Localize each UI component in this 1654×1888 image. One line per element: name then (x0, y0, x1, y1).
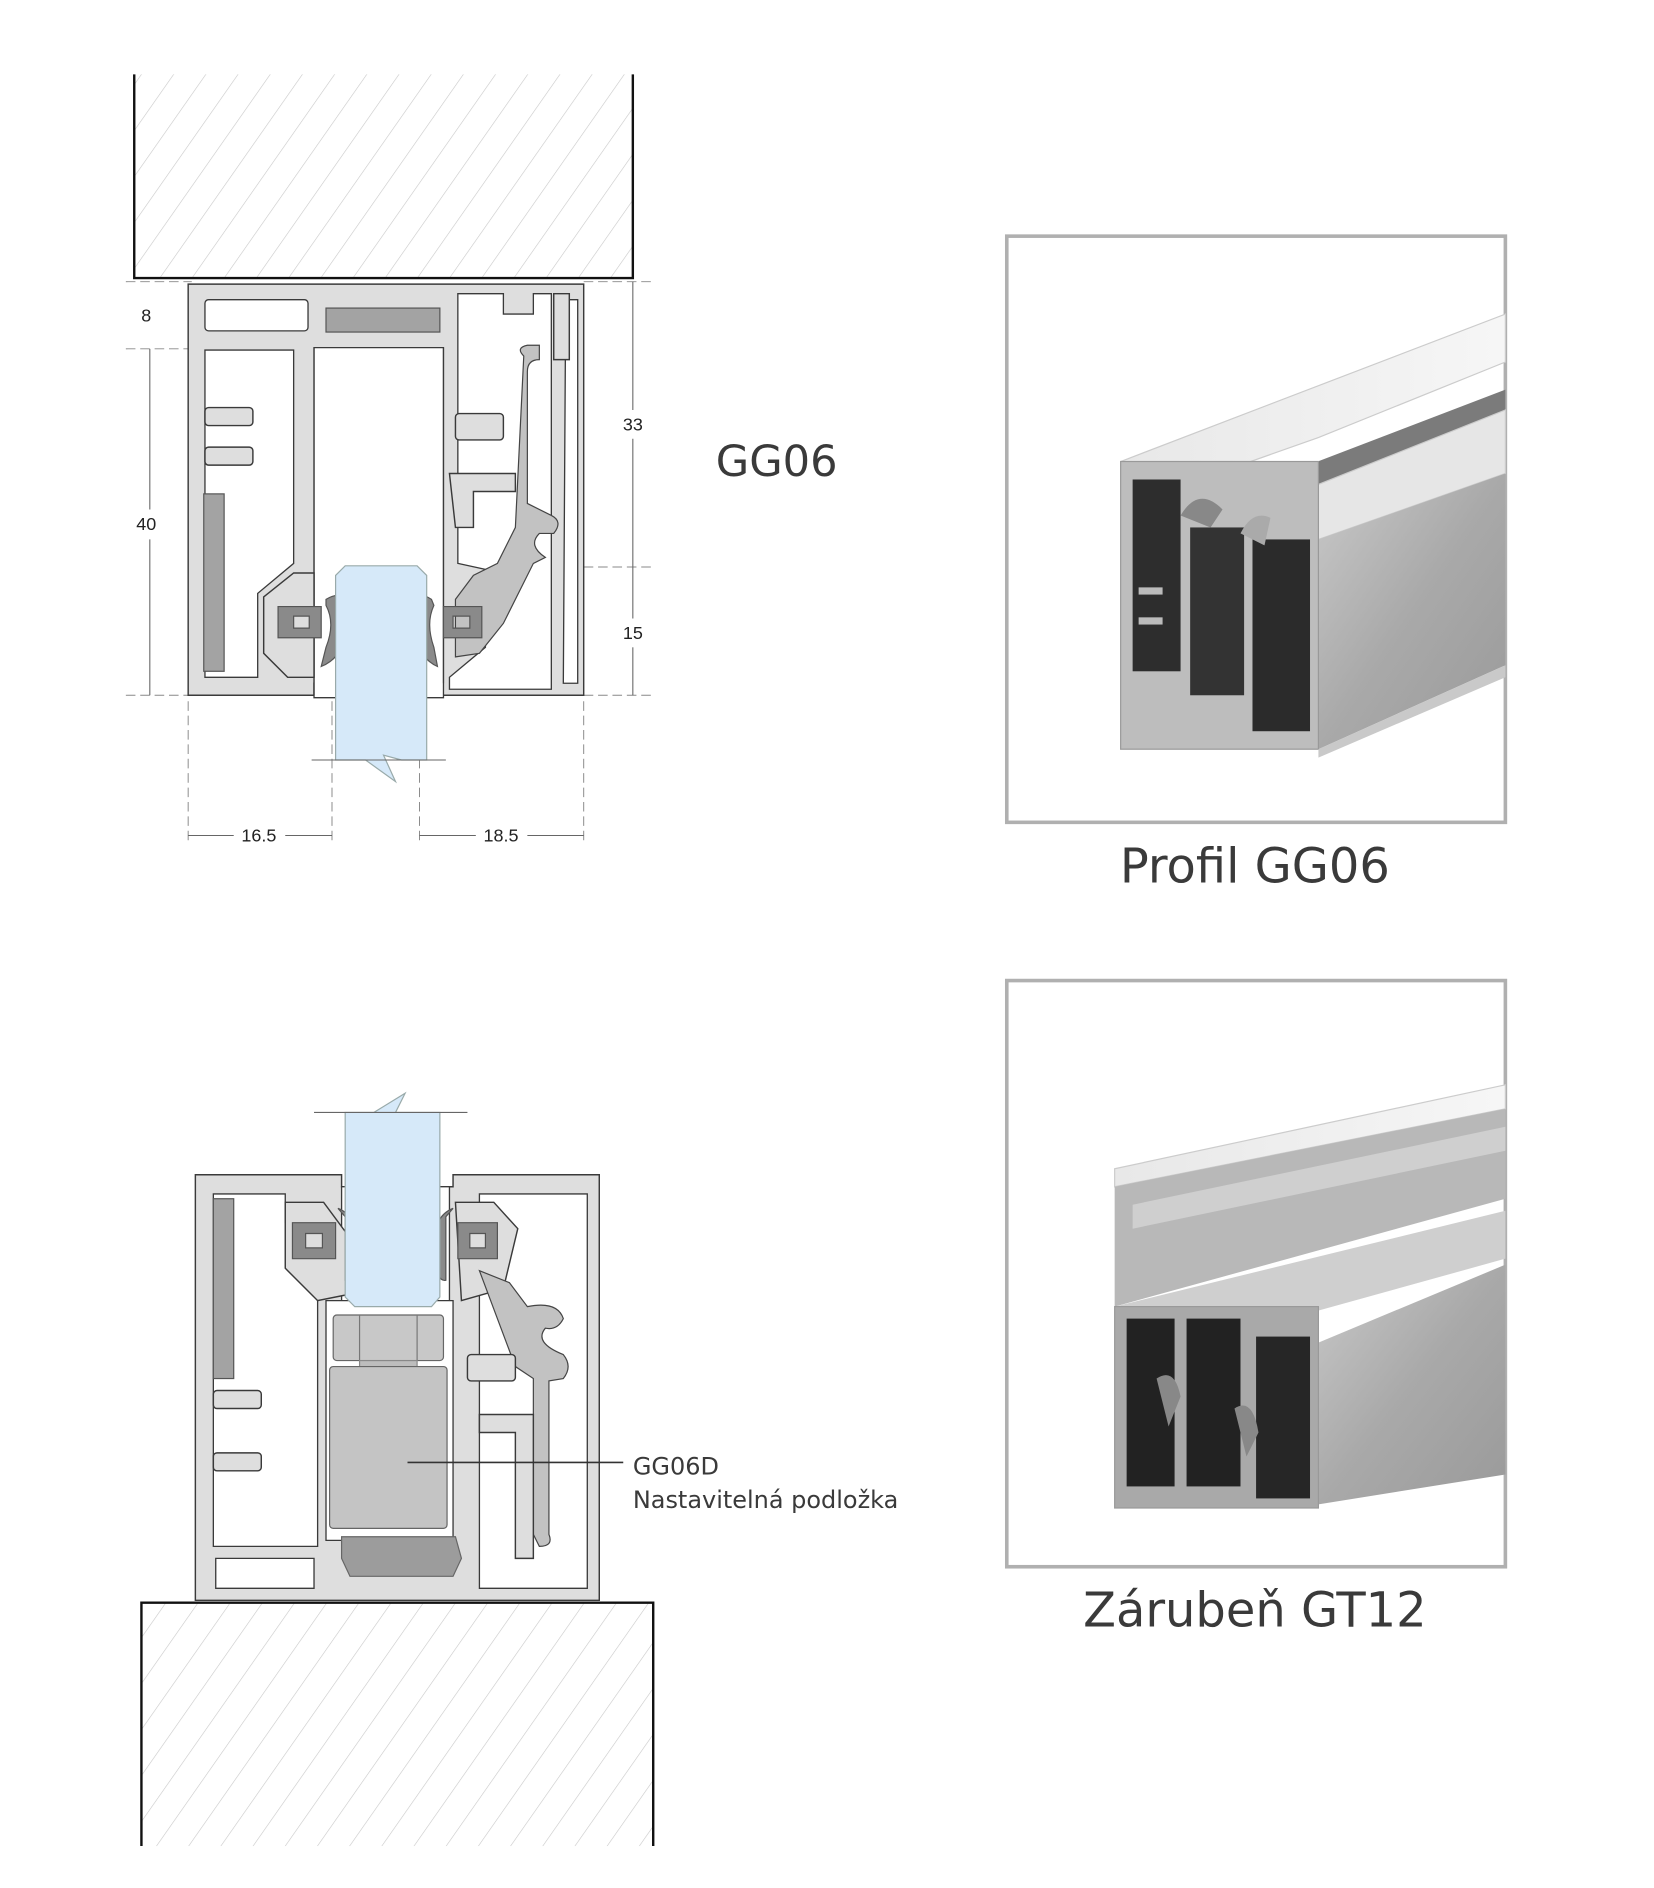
dim-total-height: 40 (136, 514, 156, 534)
dim-top-height: 8 (141, 305, 151, 325)
gg06-profile-section (187, 283, 585, 699)
top-section-drawing: 8 40 33 15 16.5 18.5 (125, 74, 838, 846)
ceiling-concrete-block (133, 74, 635, 280)
photo-zarubne-gt12 (1004, 978, 1508, 1569)
dim-right-upper: 33 (623, 414, 643, 434)
dim-left-width: 16.5 (241, 826, 276, 846)
floor-concrete-block (140, 1601, 655, 1847)
dim-right-width: 18.5 (484, 826, 519, 846)
callout-name: Nastavitelná podložka (633, 1486, 898, 1514)
glass-pane-bottom (314, 1091, 468, 1308)
callout-code: GG06D (633, 1452, 719, 1480)
dim-right-lower: 15 (623, 623, 643, 643)
top-drawing-label: GG06 (716, 437, 838, 487)
photo-caption-1: Profil GG06 (1120, 839, 1390, 894)
bottom-section-drawing: GG06D Nastavitelná podložka (140, 1091, 898, 1847)
photo-caption-2: Zárubeň GT12 (1083, 1584, 1427, 1639)
glass-pane-top (311, 565, 446, 784)
adjustable-shim-gg06d (329, 1314, 463, 1577)
photo-profil-gg06 (1004, 234, 1508, 825)
